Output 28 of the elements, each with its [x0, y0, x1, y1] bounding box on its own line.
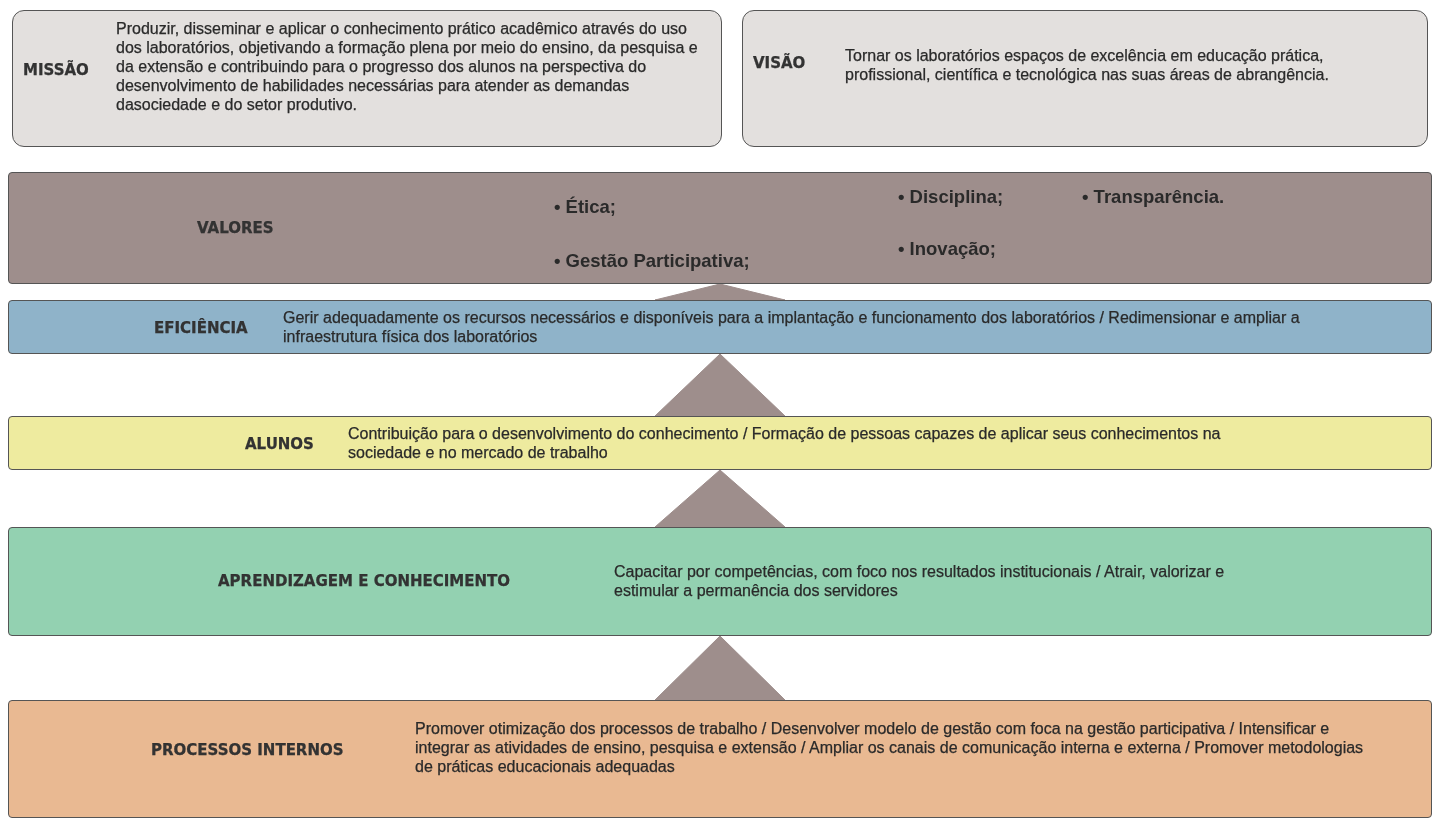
section-heading: EFICIÊNCIA: [154, 319, 248, 338]
layer-band: [8, 416, 1432, 470]
arrow: [654, 353, 786, 417]
description-text: Gerir adequadamente os recursos necessários e disponíveis para a implantação e funcionamento dos laboratórios / Redimensionar e ampliar a infraestrutura física dos laboratórios: [283, 308, 1301, 346]
value-item: • Disciplina;: [898, 187, 1004, 206]
layer-band: [8, 700, 1432, 818]
description-text: Produzir, disseminar e aplicar o conhecimento prático acadêmico através do uso dos laboratórios, objetivando a formação plena por meio do ensino, da pesquisa e da extensão e contribuindo para o progresso dos alunos na perspectiva do desenvolvimento de habilidades necessárias para atender as demandas dasociedade e do setor produtivo.: [116, 19, 699, 114]
section-heading: ALUNOS: [245, 435, 314, 454]
description-text: Tornar os laboratórios espaços de excelência em educação prática, profissional, científica e tecnológica nas suas áreas de abrangência.: [845, 46, 1330, 84]
arrow: [654, 469, 786, 528]
layer-band: [8, 527, 1432, 636]
value-item: • Inovação;: [898, 239, 996, 258]
value-item: • Gestão Participativa;: [554, 251, 750, 270]
section-heading: APRENDIZAGEM E CONHECIMENTO: [218, 572, 511, 591]
section-heading: PROCESSOS INTERNOS: [151, 741, 344, 760]
value-item: • Ética;: [554, 197, 616, 216]
description-text: Contribuição para o desenvolvimento do conhecimento / Formação de pessoas capazes de aplicar seus conhecimentos na sociedade e no mercado de trabalho: [348, 424, 1222, 462]
statement-card: [12, 10, 722, 147]
statement-card: [742, 10, 1428, 147]
value-item: • Transparência.: [1082, 187, 1225, 206]
section-heading: VALORES: [197, 219, 274, 238]
arrow: [654, 635, 786, 701]
layer-band: [8, 300, 1432, 354]
description-text: Capacitar por competências, com foco nos resultados institucionais / Atrair, valorizar e estimular a permanência dos servidores: [614, 562, 1226, 600]
description-text: Promover otimização dos processos de trabalho / Desenvolver modelo de gestão com foca na gestão participativa / Intensificar e integrar as atividades de ensino, pesquisa e extensão / Ampliar os canais de comunicação interna e externa / Promover metodologias de práticas educacionais adequadas: [415, 719, 1365, 776]
arrow: [654, 283, 786, 301]
section-heading: VISÃO: [753, 54, 806, 73]
section-heading: MISSÃO: [23, 61, 89, 80]
